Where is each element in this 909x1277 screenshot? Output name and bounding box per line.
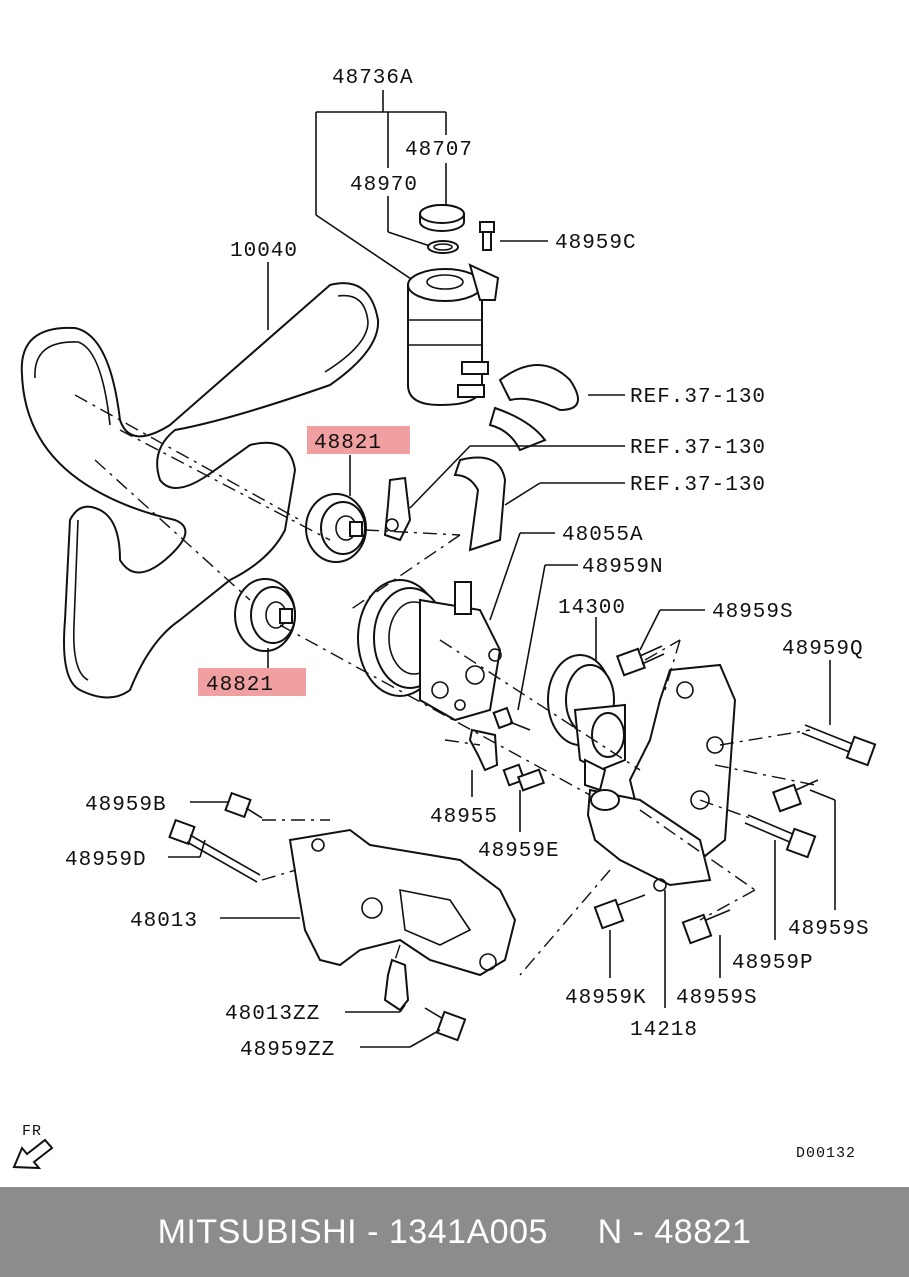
bolt-48959p [744,814,817,859]
bolt-48959s-bottom [681,909,731,945]
label-10040: 10040 [230,240,298,263]
fr-label: FR [22,1123,42,1140]
diagram-code: D00132 [796,1145,856,1162]
hose-clip [383,476,412,542]
reservoir-cap [419,204,465,232]
label-48707: 48707 [405,139,473,162]
label-ref-2: REF.37-130 [630,437,766,460]
label-48959p: 48959P [732,952,814,975]
bolt-48959c [479,221,495,251]
bolt-48959k [593,894,646,930]
bracket-48013zz [383,958,410,1012]
bolt-48959e [502,763,546,792]
label-48959e: 48959E [478,840,560,863]
bolt-48959s-top [615,645,665,677]
label-48821-upper: 48821 [314,432,382,455]
tensioner [547,654,626,792]
label-48013zz: 48013ZZ [225,1003,320,1026]
bolt-48959q [801,724,877,767]
label-48959q: 48959Q [782,638,864,661]
footer-bar: MITSUBISHI - 1341A005 N - 48821 [0,1187,909,1277]
parts-diagram: 48736A 48707 48970 48959C 10040 REF.37-1… [12,67,877,1170]
hoses [453,364,579,552]
bolt-48959n [492,706,531,731]
part-labels: 48736A 48707 48970 48959C 10040 REF.37-1… [65,67,870,1062]
label-48959s-top: 48959S [712,601,794,624]
bracket-assembly [586,663,737,892]
bolt-48959s-right [771,779,819,813]
label-48959b: 48959B [85,794,167,817]
label-48959zz: 48959ZZ [240,1039,335,1062]
power-steering-pump [357,579,502,722]
bolt-48959zz [424,1007,467,1042]
label-48959s-bottom: 48959S [676,987,758,1010]
label-48970: 48970 [350,174,418,197]
label-48959c: 48959C [555,232,637,255]
reservoir [407,263,500,407]
label-14300: 14300 [558,597,626,620]
o-ring [427,240,459,254]
label-48013: 48013 [130,910,198,933]
label-48959d: 48959D [65,849,147,872]
front-direction-indicator: FR [12,1123,54,1170]
label-ref-1: REF.37-130 [630,386,766,409]
label-14218: 14218 [630,1019,698,1042]
centerlines [74,394,816,976]
idler-pulley-lower [234,578,296,652]
idler-pulley-upper [305,493,367,563]
drive-belt [20,282,380,699]
label-48959k: 48959K [565,987,647,1010]
label-ref-3: REF.37-130 [630,474,766,497]
bolt-48959b [224,791,263,819]
highlight-48821-lower [198,668,306,696]
label-48955: 48955 [430,806,498,829]
reservoir-leaders [315,90,548,286]
main-bracket-48013 [288,828,517,977]
label-48821-lower: 48821 [206,674,274,697]
label-48959n: 48959N [582,556,664,579]
label-48055a: 48055A [562,524,644,547]
bolt-48959d [168,818,261,883]
footer-part-number: MITSUBISHI - 1341A005 N - 48821 [157,1212,752,1251]
highlight-48821-upper [307,426,410,454]
bracket-48955 [468,728,499,772]
label-48736a: 48736A [332,67,414,90]
label-48959s-right: 48959S [788,918,870,941]
fr-arrow-icon [12,1138,54,1170]
label-leaders [168,262,836,1048]
